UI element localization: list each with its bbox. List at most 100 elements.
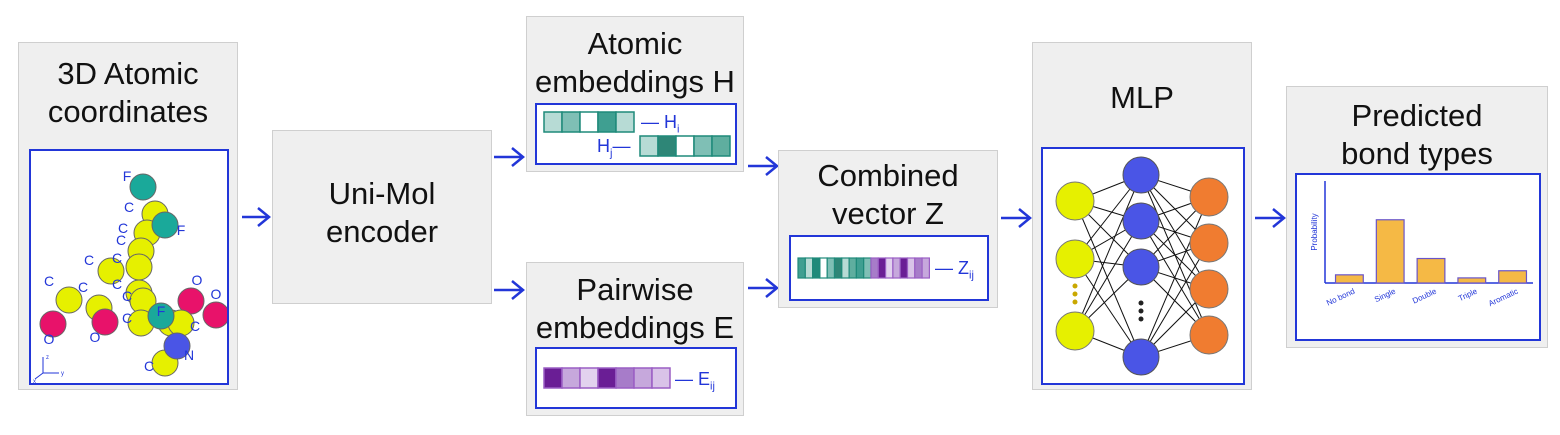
x-tick-label: Double — [1411, 286, 1438, 305]
ellipsis-dot — [1138, 308, 1144, 314]
output-node — [1189, 315, 1229, 355]
atom-sphere — [147, 302, 175, 330]
combined-vector-panel: — Zij — [789, 235, 989, 301]
bar-triple — [1457, 277, 1487, 284]
hidden-node — [1122, 248, 1160, 286]
zij-label: — Zij — [935, 258, 974, 282]
predicted-box: Predicted bond types Probability No bond S… — [1286, 86, 1548, 348]
arrow-combined-to-mlp — [1001, 208, 1032, 228]
atom-label: C — [124, 199, 134, 215]
atom-label: C — [78, 279, 88, 295]
arrow-coords-to-encoder — [242, 207, 271, 227]
atom-sphere — [39, 310, 67, 338]
x-tick-label: Aromatic — [1487, 287, 1519, 308]
bond-type-chart: Probability No bond Single Double Triple Arom… — [1310, 181, 1533, 308]
atomic-title-line1: Atomic — [587, 26, 683, 61]
zij-cell — [914, 257, 923, 279]
zij-cell — [833, 257, 843, 279]
zij-cell — [855, 257, 865, 279]
atom-label: O — [211, 286, 222, 302]
atomic-title: Atomic embeddings H — [527, 25, 743, 101]
arrow-mlp-to-predicted — [1255, 208, 1286, 228]
zij-label-prefix: — Z — [935, 258, 969, 278]
hi-label-sub: i — [677, 123, 680, 136]
hi-cell — [561, 111, 581, 133]
x-tick-label: Single — [1373, 286, 1397, 304]
pairwise-vector-panel: — Eij — [535, 347, 737, 409]
bar-double — [1416, 257, 1446, 284]
zij-cell — [848, 257, 857, 279]
hi-label: — Hi — [641, 112, 679, 136]
eij-cell — [543, 367, 563, 389]
x-tick-label: Triple — [1457, 286, 1479, 303]
atom-sphere — [55, 286, 83, 314]
ellipsis-dot — [1072, 283, 1078, 289]
bond-chart-panel: Probability No bond Single Double Triple Arom… — [1295, 173, 1541, 341]
eij-cell — [615, 367, 635, 389]
arrow-encoder-to-atomic — [494, 147, 525, 167]
axes-icon: z y x — [33, 355, 64, 385]
coords-title-line2: coordinates — [47, 94, 209, 129]
pairwise-title-line1: Pairwise — [576, 272, 694, 307]
zij-cell — [921, 257, 930, 279]
atom-label: C — [116, 232, 126, 248]
atom-label: C — [118, 220, 128, 236]
x-tick-label: No bond — [1325, 287, 1356, 308]
atom-sphere — [163, 332, 191, 360]
mlp-network-panel — [1041, 147, 1245, 385]
ellipsis-dot — [1138, 316, 1144, 322]
hj-cell — [693, 135, 713, 157]
arrow-atomic-to-combined — [748, 156, 779, 176]
mlp-box: MLP — [1032, 42, 1252, 390]
coords-box: 3D Atomic coordinates FCCCCCCCCOOCCOCCFC… — [18, 42, 238, 390]
hi-cell — [615, 111, 635, 133]
atom-label: C — [122, 288, 132, 304]
atom-sphere — [202, 301, 230, 329]
zij-cell — [826, 257, 836, 279]
output-node — [1189, 223, 1229, 263]
hi-cell — [579, 111, 599, 133]
hidden-node — [1122, 338, 1160, 376]
hi-cell — [597, 111, 617, 133]
molecule-panel: FCCCCCCCCOOCCOCCFCNOFzyx — [29, 149, 230, 385]
combined-title-line1: Combined — [817, 158, 959, 193]
predicted-title-line1: Predicted — [1351, 98, 1483, 133]
combined-title-line2: vector Z — [832, 196, 944, 231]
eij-label-prefix: — E — [675, 369, 711, 389]
encoder-title-line1: Uni-Mol — [328, 176, 436, 211]
eij-cell — [633, 367, 653, 389]
atom-sphere — [97, 257, 125, 285]
zij-cell — [797, 257, 806, 279]
neural-network — [1055, 156, 1229, 376]
predicted-title-line2: bond types — [1341, 136, 1493, 171]
atom-label: C — [112, 276, 122, 292]
hj-cell — [657, 135, 677, 157]
y-axis-label: Probability — [1310, 213, 1319, 250]
atom-label: O — [90, 329, 101, 345]
atom-label: F — [123, 168, 132, 184]
atom-label: F — [177, 222, 186, 238]
eij-cell — [597, 367, 617, 389]
input-node — [1055, 181, 1095, 221]
bar-single — [1375, 219, 1405, 284]
hj-label-suffix: — — [612, 136, 631, 156]
output-node — [1189, 177, 1229, 217]
atom-sphere — [129, 173, 157, 201]
zij-cell — [812, 257, 821, 279]
atom-label: F — [157, 303, 166, 319]
atomic-title-line2: embeddings H — [535, 64, 735, 99]
pairwise-embeddings-box: Pairwise embeddings E — Eij — [526, 262, 744, 416]
predicted-title: Predicted bond types — [1287, 97, 1547, 173]
hj-cell — [675, 135, 695, 157]
ellipsis-dot — [1072, 299, 1078, 305]
axis-letter: y — [61, 371, 64, 377]
hj-cell — [711, 135, 731, 157]
axis-letter: z — [46, 355, 49, 361]
atom-sphere — [91, 308, 119, 336]
axis-letter: x — [33, 379, 36, 383]
atomic-vectors-panel: — Hi Hj— — [535, 103, 737, 165]
hj-cell — [639, 135, 659, 157]
pairwise-title-line2: embeddings E — [535, 310, 735, 345]
eij-label-sub: ij — [710, 380, 715, 393]
hidden-node — [1122, 156, 1160, 194]
